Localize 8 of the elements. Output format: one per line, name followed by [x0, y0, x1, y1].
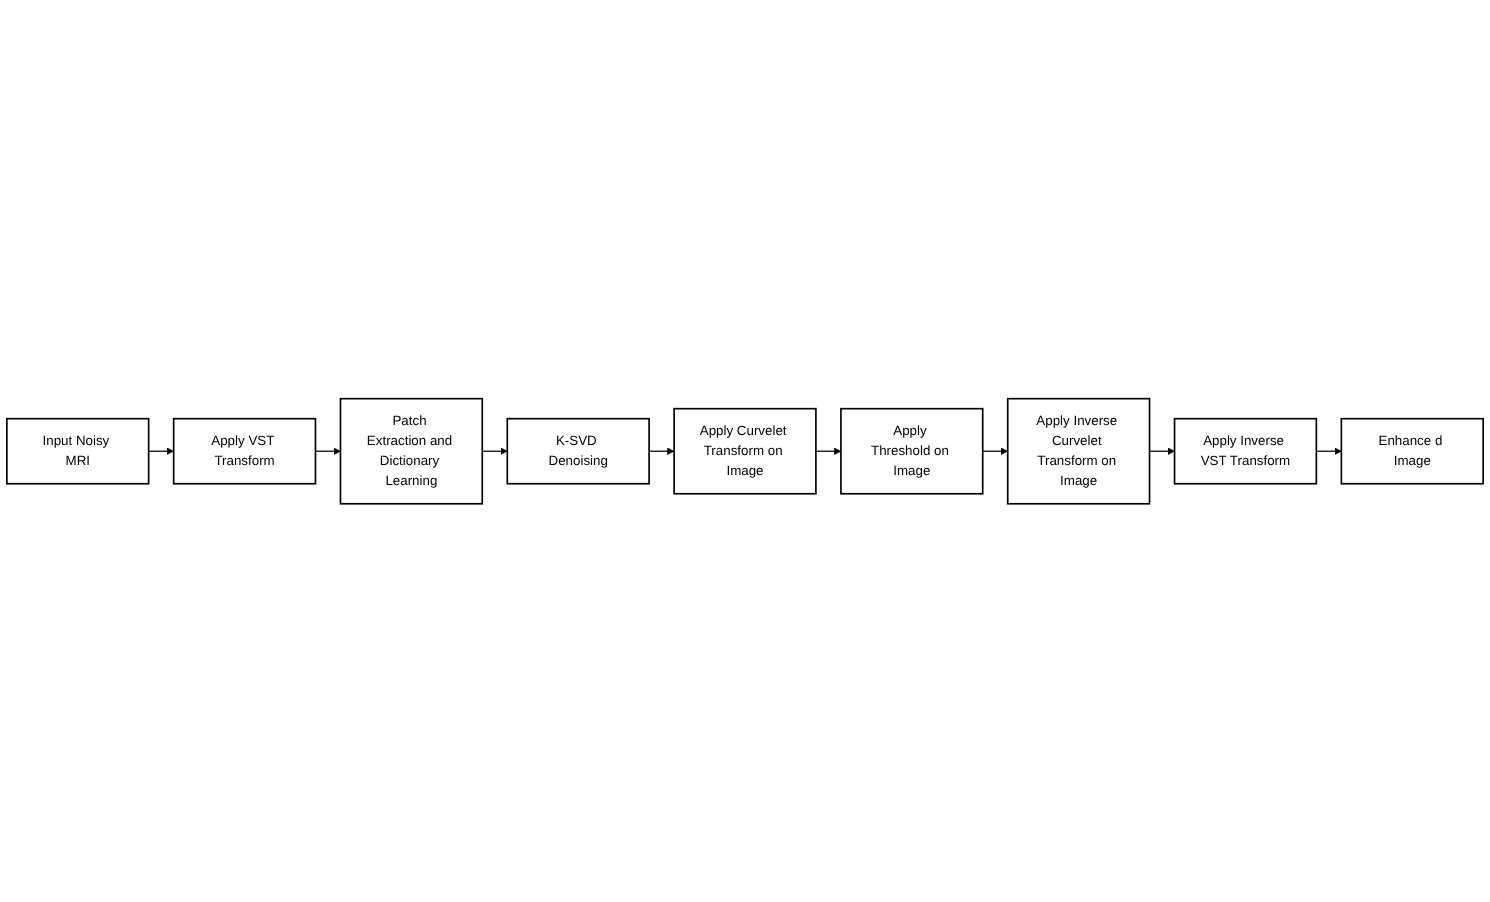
arrow [314, 447, 341, 455]
arrow [982, 447, 1009, 455]
arrow [148, 447, 174, 455]
arrow [1315, 447, 1342, 455]
arrow [481, 447, 508, 455]
arrow [1148, 447, 1175, 455]
arrow [815, 447, 842, 455]
arrow [648, 447, 675, 455]
